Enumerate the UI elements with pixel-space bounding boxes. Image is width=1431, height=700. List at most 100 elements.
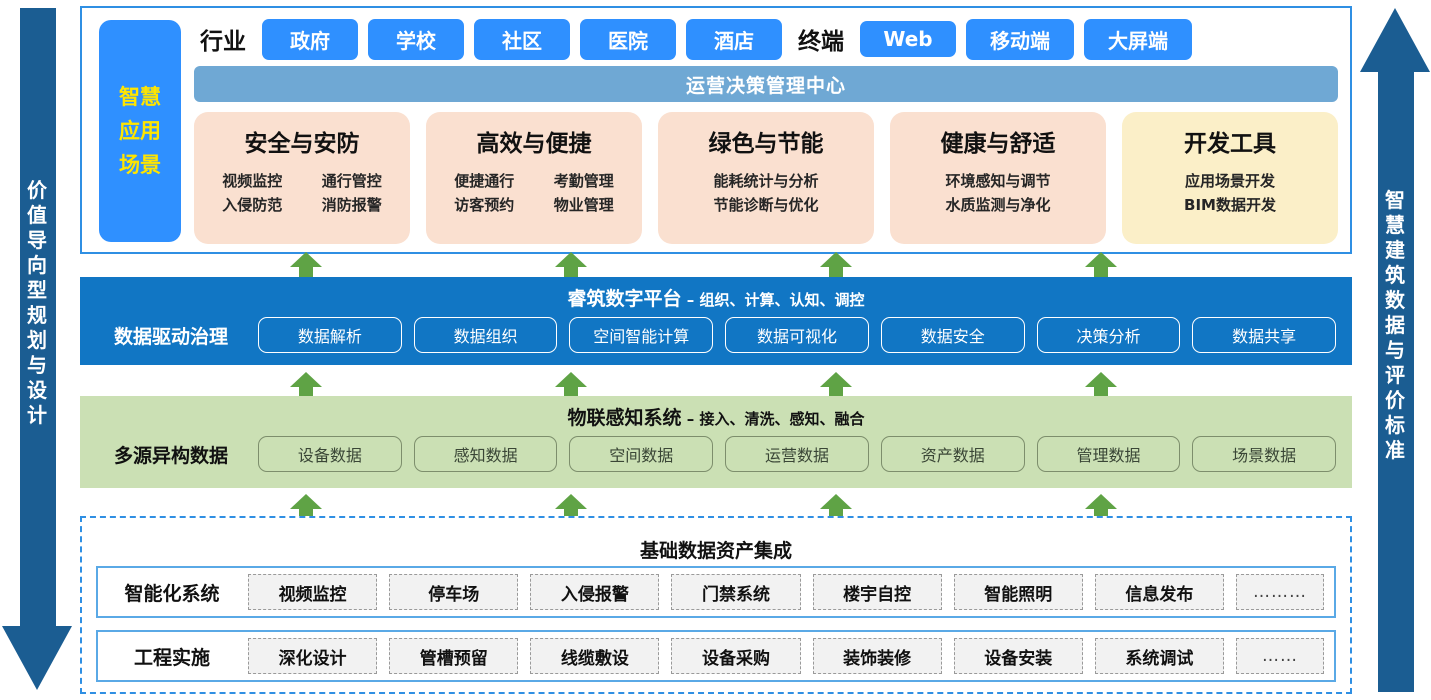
- iot-perception-layer: 物联感知系统 – 接入、清洗、感知、融合 多源异构数据 设备数据 感知数据 空间…: [80, 396, 1352, 488]
- platform-chip-decision-analysis[interactable]: 决策分析: [1036, 317, 1181, 353]
- connector-arrow-up-icon: [290, 252, 322, 278]
- iot-title-sub: – 接入、清洗、感知、融合: [681, 410, 865, 428]
- left-arrow-char: 设: [27, 378, 47, 402]
- operation-decision-center-bar: 运营决策管理中心: [194, 66, 1338, 102]
- application-scenario-side-label: 智慧 应用 场景: [99, 20, 181, 242]
- card-item: 节能诊断与优化: [713, 196, 819, 214]
- arrow-shaft: [1378, 72, 1414, 692]
- industry-terminal-tag-row: 行业 政府 学校 社区 医院 酒店 终端 Web 移动端 大屏端: [194, 18, 1338, 60]
- card-items: 环境感知与调节 水质监测与净化: [890, 170, 1106, 215]
- terminal-tag-web[interactable]: Web: [860, 21, 956, 57]
- industry-tag-school[interactable]: 学校: [368, 18, 464, 60]
- card-item: 便捷通行: [454, 172, 515, 190]
- system-item-parking[interactable]: 停车场: [389, 574, 519, 610]
- scenario-card-efficiency[interactable]: 高效与便捷 便捷通行 考勤管理 访客预约 物业管理: [426, 112, 642, 244]
- right-arrow-char: 与: [1385, 338, 1405, 362]
- iot-title: 物联感知系统 – 接入、清洗、感知、融合: [80, 403, 1352, 430]
- platform-chip-data-parsing[interactable]: 数据解析: [258, 317, 402, 353]
- industry-tag-community[interactable]: 社区: [474, 18, 570, 60]
- industry-tag-hotel[interactable]: 酒店: [686, 18, 782, 60]
- iot-chip-asset-data[interactable]: 资产数据: [880, 436, 1025, 472]
- engineering-item-decoration[interactable]: 装饰装修: [812, 638, 942, 674]
- card-items: 能耗统计与分析 节能诊断与优化: [658, 170, 874, 215]
- value-oriented-planning-arrow: 价 值 导 向 型 规 划 与 设 计: [2, 8, 72, 692]
- iot-chip-sensing-data[interactable]: 感知数据: [413, 436, 558, 472]
- iot-chip-operation-data[interactable]: 运营数据: [725, 436, 869, 472]
- connector-arrow-up-icon: [1085, 252, 1117, 278]
- platform-chip-spatial-computing[interactable]: 空间智能计算: [569, 317, 714, 353]
- platform-row-label: 数据驱动治理: [113, 325, 228, 348]
- card-item: 入侵防范: [222, 196, 283, 214]
- smart-building-data-standard-arrow: 智 慧 建 筑 数 据 与 评 价 标 准: [1360, 8, 1430, 692]
- left-arrow-char: 规: [27, 303, 47, 327]
- card-title: 高效与便捷: [476, 131, 592, 157]
- system-item-intrusion-alarm[interactable]: 入侵报警: [530, 574, 660, 610]
- connector-arrow-up-icon: [1085, 372, 1117, 398]
- industry-tag-hospital[interactable]: 医院: [580, 18, 676, 60]
- system-item-video-surveillance[interactable]: 视频监控: [248, 574, 378, 610]
- engineering-item-system-commissioning[interactable]: 系统调试: [1094, 638, 1224, 674]
- left-arrow-char: 向: [27, 253, 47, 277]
- system-item-smart-lighting[interactable]: 智能照明: [953, 574, 1083, 610]
- foundation-data-layer: 基础数据资产集成 智能化系统 视频监控 停车场 入侵报警 门禁系统 楼宇自控 智…: [80, 516, 1352, 694]
- platform-title-sub: – 组织、计算、认知、调控: [681, 291, 865, 309]
- terminal-tag-mobile[interactable]: 移动端: [966, 18, 1074, 60]
- connector-arrow-up-icon: [290, 372, 322, 398]
- card-title: 安全与安防: [244, 131, 360, 157]
- terminal-label: 终端: [798, 29, 844, 55]
- card-item: 访客预约: [454, 196, 515, 214]
- left-arrow-char: 导: [27, 228, 47, 252]
- card-items: 应用场景开发 BIM数据开发: [1122, 170, 1338, 215]
- scenario-card-security[interactable]: 安全与安防 视频监控 通行管控 入侵防范 消防报警: [194, 112, 410, 244]
- industry-tag-government[interactable]: 政府: [262, 18, 358, 60]
- platform-chip-data-sharing[interactable]: 数据共享: [1192, 317, 1337, 353]
- scenario-card-green-energy[interactable]: 绿色与节能 能耗统计与分析 节能诊断与优化: [658, 112, 874, 244]
- iot-chip-management-data[interactable]: 管理数据: [1036, 436, 1181, 472]
- iot-chip-scenario-data[interactable]: 场景数据: [1192, 436, 1337, 472]
- platform-chip-data-organization[interactable]: 数据组织: [413, 317, 558, 353]
- card-item: 应用场景开发: [1184, 172, 1275, 190]
- arrow-head-down-icon: [2, 626, 72, 690]
- side-label-line: 智慧: [119, 85, 161, 109]
- card-title: 健康与舒适: [940, 131, 1056, 157]
- application-scenario-layer: 智慧 应用 场景 行业 政府 学校 社区 医院 酒店 终端 Web 移动端 大屏…: [80, 6, 1352, 254]
- platform-chip-data-visualization[interactable]: 数据可视化: [725, 317, 869, 353]
- engineering-item-conduit-reservation[interactable]: 管槽预留: [389, 638, 519, 674]
- arrow-shaft: [20, 8, 56, 628]
- left-arrow-char: 与: [27, 353, 47, 377]
- card-item: 环境感知与调节: [945, 172, 1051, 190]
- system-item-information-release[interactable]: 信息发布: [1094, 574, 1224, 610]
- engineering-item-more[interactable]: ……: [1235, 638, 1324, 674]
- left-arrow-char: 值: [27, 203, 47, 227]
- card-item: 水质监测与净化: [945, 196, 1051, 214]
- right-arrow-char: 价: [1385, 388, 1405, 412]
- engineering-item-equipment-procurement[interactable]: 设备采购: [671, 638, 801, 674]
- card-item: 视频监控: [222, 172, 283, 190]
- scenario-card-health-comfort[interactable]: 健康与舒适 环境感知与调节 水质监测与净化: [890, 112, 1106, 244]
- terminal-tag-large-screen[interactable]: 大屏端: [1084, 18, 1192, 60]
- card-item: BIM数据开发: [1184, 196, 1276, 214]
- system-item-building-automation[interactable]: 楼宇自控: [812, 574, 942, 610]
- left-arrow-label: 价 值 导 向 型 规 划 与 设 计: [2, 178, 72, 428]
- iot-chip-row: 多源异构数据 设备数据 感知数据 空间数据 运营数据 资产数据 管理数据 场景数…: [96, 435, 1337, 473]
- intelligent-system-label: 智能化系统: [124, 582, 220, 605]
- card-items: 视频监控 通行管控 入侵防范 消防报警: [209, 170, 395, 215]
- connector-arrow-up-icon: [555, 372, 587, 398]
- engineering-item-equipment-installation[interactable]: 设备安装: [953, 638, 1083, 674]
- engineering-item-cable-laying[interactable]: 线缆敷设: [530, 638, 660, 674]
- right-arrow-char: 筑: [1385, 263, 1405, 287]
- right-arrow-char: 智: [1385, 188, 1405, 212]
- iot-title-main: 物联感知系统: [567, 407, 682, 429]
- platform-chip-data-security[interactable]: 数据安全: [880, 317, 1025, 353]
- system-item-access-control[interactable]: 门禁系统: [671, 574, 801, 610]
- right-arrow-char: 准: [1385, 438, 1405, 462]
- card-item: 消防报警: [321, 196, 382, 214]
- intelligent-system-row: 智能化系统 视频监控 停车场 入侵报警 门禁系统 楼宇自控 智能照明 信息发布 …: [96, 566, 1336, 618]
- left-arrow-char: 型: [27, 278, 47, 302]
- engineering-item-detailed-design[interactable]: 深化设计: [248, 638, 378, 674]
- scenario-card-dev-tools[interactable]: 开发工具 应用场景开发 BIM数据开发: [1122, 112, 1338, 244]
- iot-chip-spatial-data[interactable]: 空间数据: [569, 436, 714, 472]
- system-item-more[interactable]: ………: [1235, 574, 1324, 610]
- iot-chip-device-data[interactable]: 设备数据: [258, 436, 402, 472]
